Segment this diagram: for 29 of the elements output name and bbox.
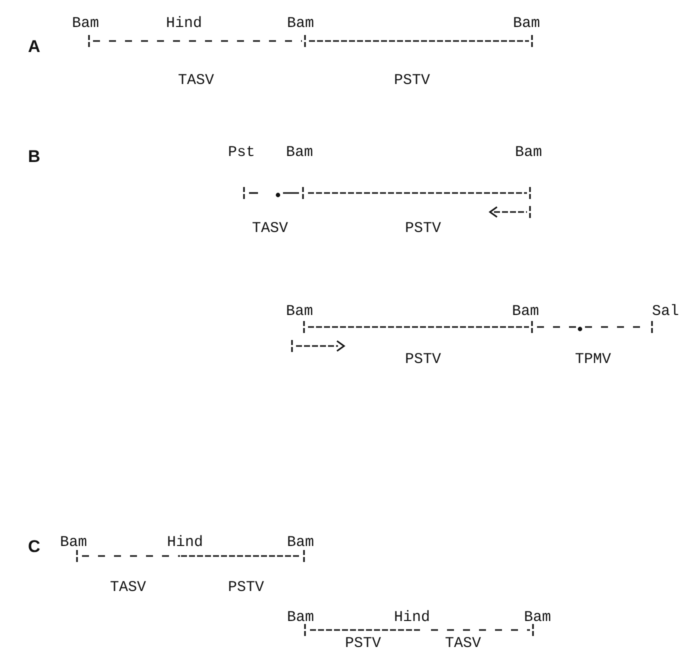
restriction-site-label: Hind <box>166 16 202 31</box>
restriction-site-label: Bam <box>287 610 314 625</box>
restriction-site-label: Bam <box>72 16 100 31</box>
restriction-site-label: Bam <box>513 16 540 31</box>
restriction-site-label: Pst <box>228 145 256 160</box>
fragment-label: PSTV <box>405 221 442 236</box>
restriction-site-label: Bam <box>287 16 314 31</box>
fragment-label: TASV <box>110 580 146 595</box>
fragment-label: TASV <box>445 636 482 651</box>
fragment-label: TASV <box>178 73 214 88</box>
fragment-label: TPMV <box>575 352 612 367</box>
fragment-label: PSTV <box>405 352 442 367</box>
fragment-label: PSTV <box>345 636 382 651</box>
restriction-site-label: Hind <box>394 610 430 625</box>
restriction-site-label: Bam <box>515 145 542 160</box>
fragment-label: PSTV <box>394 73 430 88</box>
restriction-site-label: Hind <box>167 535 204 550</box>
panel-letter: A <box>28 38 40 55</box>
restriction-site-label: Bam <box>286 304 314 319</box>
restriction-site-label: Bam <box>60 535 88 550</box>
panel-letter: B <box>28 148 40 165</box>
restriction-site-label: Bam <box>524 610 552 625</box>
restriction-site-label: Bam <box>287 535 314 550</box>
fragment-label: TASV <box>252 221 288 236</box>
fragment-label: PSTV <box>228 580 264 595</box>
restriction-site-label: Bam <box>512 304 540 319</box>
panel-letter: C <box>28 538 40 555</box>
restriction-site-label: Sal <box>652 304 680 319</box>
restriction-site-label: Bam <box>286 145 314 160</box>
